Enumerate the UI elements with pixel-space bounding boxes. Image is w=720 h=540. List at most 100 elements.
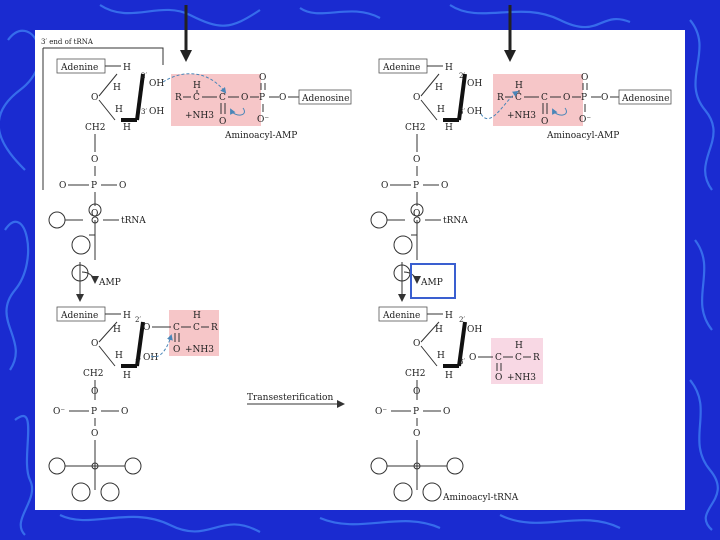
o-ring-label-4: O	[413, 339, 420, 349]
trna-cloverleaf-4	[370, 440, 464, 502]
prime-3-b: 3′	[135, 358, 141, 366]
aminoacylation-diagram: 3′ end of tRNA Adenine H OH H O H OH H C…	[41, 38, 672, 503]
adenine-label-4: Adenine	[382, 311, 420, 321]
o-label-19: O	[541, 117, 548, 127]
adenosine-label-2: Adenosine	[621, 94, 669, 104]
c-label-5: C	[515, 93, 522, 103]
oh-label-1: OH	[149, 79, 164, 89]
end-of-trna-label: 3′ end of tRNA	[41, 38, 94, 46]
o-minus-label-1: O⁻	[257, 115, 269, 125]
o-label-3: O	[119, 181, 126, 191]
o-label-16: O	[441, 181, 448, 191]
oh-label-2: OH	[149, 107, 164, 117]
aminoacyl-trna-label: Aminoacyl-tRNA	[442, 493, 519, 503]
o-label-7: O	[259, 73, 266, 83]
r-label-2: R	[211, 323, 218, 333]
prime-2-d: 2′	[459, 316, 465, 324]
h-label-11: H	[445, 63, 453, 73]
r-label-1: R	[175, 93, 182, 103]
h-label-10: H	[193, 311, 201, 321]
o-ring-label-3: O	[413, 93, 420, 103]
oh-label-3: OH	[143, 353, 158, 363]
ch2-label-1: CH2	[85, 123, 105, 133]
oh-label-6: OH	[467, 325, 482, 335]
o-label-15: O	[381, 181, 388, 191]
pointer-arrowhead-left	[180, 50, 192, 62]
o-label-2: O	[59, 181, 66, 191]
o-label-26: O	[495, 373, 502, 383]
amp-label-2: AMP	[420, 278, 443, 288]
h-label-15: H	[515, 81, 523, 91]
h-label-14: H	[445, 123, 453, 133]
amp-highlight-box	[410, 263, 456, 299]
o-minus-label-4: O⁻	[375, 407, 387, 417]
o-label-14: O	[413, 155, 420, 165]
o-label-1: O	[91, 155, 98, 165]
ch2-label-4: CH2	[405, 369, 425, 379]
h-label-1: H	[123, 63, 131, 73]
transesterification-label: Transesterification	[247, 393, 333, 403]
r-label-3: R	[497, 93, 504, 103]
o-ring-label-1: O	[91, 93, 98, 103]
nh3-label-1: +NH3	[185, 111, 214, 121]
c-label-4: C	[193, 323, 200, 333]
h-label-20: H	[515, 341, 523, 351]
h-label-12: H	[435, 83, 443, 93]
p-label-5: P	[581, 93, 587, 103]
o-label-18: O	[563, 93, 570, 103]
h-label-9: H	[123, 371, 131, 381]
h-label-5: H	[193, 81, 201, 91]
ch2-label-3: CH2	[405, 123, 425, 133]
o-minus-label-2: O⁻	[53, 407, 65, 417]
h-label-4: H	[123, 123, 131, 133]
h-label-19: H	[445, 371, 453, 381]
h-label-18: H	[437, 351, 445, 361]
o-label-6: O	[219, 117, 226, 127]
o-label-21: O	[601, 93, 608, 103]
o-label-4: O	[91, 209, 98, 219]
o-label-5: O	[241, 93, 248, 103]
o-label-24: O	[443, 407, 450, 417]
aminoacyl-highlight-br	[491, 338, 543, 384]
h-label-6: H	[123, 311, 131, 321]
c-label-1: C	[193, 93, 200, 103]
trna-cloverleaf-3	[370, 203, 435, 282]
o-label-23: O	[413, 387, 420, 397]
o-label-12: O	[91, 429, 98, 439]
ch2-label-2: CH2	[83, 369, 103, 379]
pointer-arrowhead-right	[504, 50, 516, 62]
nh3-label-2: +NH3	[185, 345, 214, 355]
h-label-13: H	[437, 105, 445, 115]
c-label-2: C	[219, 93, 226, 103]
aminoacyl-amp-label-1: Aminoacyl-AMP	[224, 131, 297, 141]
p-label-2: P	[259, 93, 265, 103]
o-label-8: O	[279, 93, 286, 103]
r-label-4: R	[533, 353, 540, 363]
adenine-label-3: Adenine	[382, 63, 420, 73]
o-ring-label-2: O	[91, 339, 98, 349]
p-label-6: P	[413, 407, 419, 417]
trna-label-2: tRNA	[443, 216, 468, 226]
trna-cloverleaf-2	[48, 440, 142, 502]
p-label-4: P	[413, 181, 419, 191]
prime-2-b: 2′	[135, 316, 141, 324]
nh3-label-3: +NH3	[507, 111, 536, 121]
c-label-7: C	[495, 353, 502, 363]
nh3-label-4: +NH3	[507, 373, 536, 383]
o-label-11: O	[121, 407, 128, 417]
o-label-13: O	[173, 345, 180, 355]
trna-label-1: tRNA	[121, 216, 146, 226]
o-label-9: O	[143, 323, 150, 333]
diagram-panel: 3′ end of tRNA Adenine H OH H O H OH H C…	[35, 30, 685, 510]
o-label-20: O	[581, 73, 588, 83]
prime-3-d: 3′	[459, 358, 465, 366]
o-label-22: O	[469, 353, 476, 363]
h-label-8: H	[115, 351, 123, 361]
o-label-25: O	[413, 429, 420, 439]
p-label-1: P	[91, 181, 97, 191]
aminoacyl-amp-label-2: Aminoacyl-AMP	[546, 131, 619, 141]
o-label-10: O	[91, 387, 98, 397]
c-label-8: C	[515, 353, 522, 363]
